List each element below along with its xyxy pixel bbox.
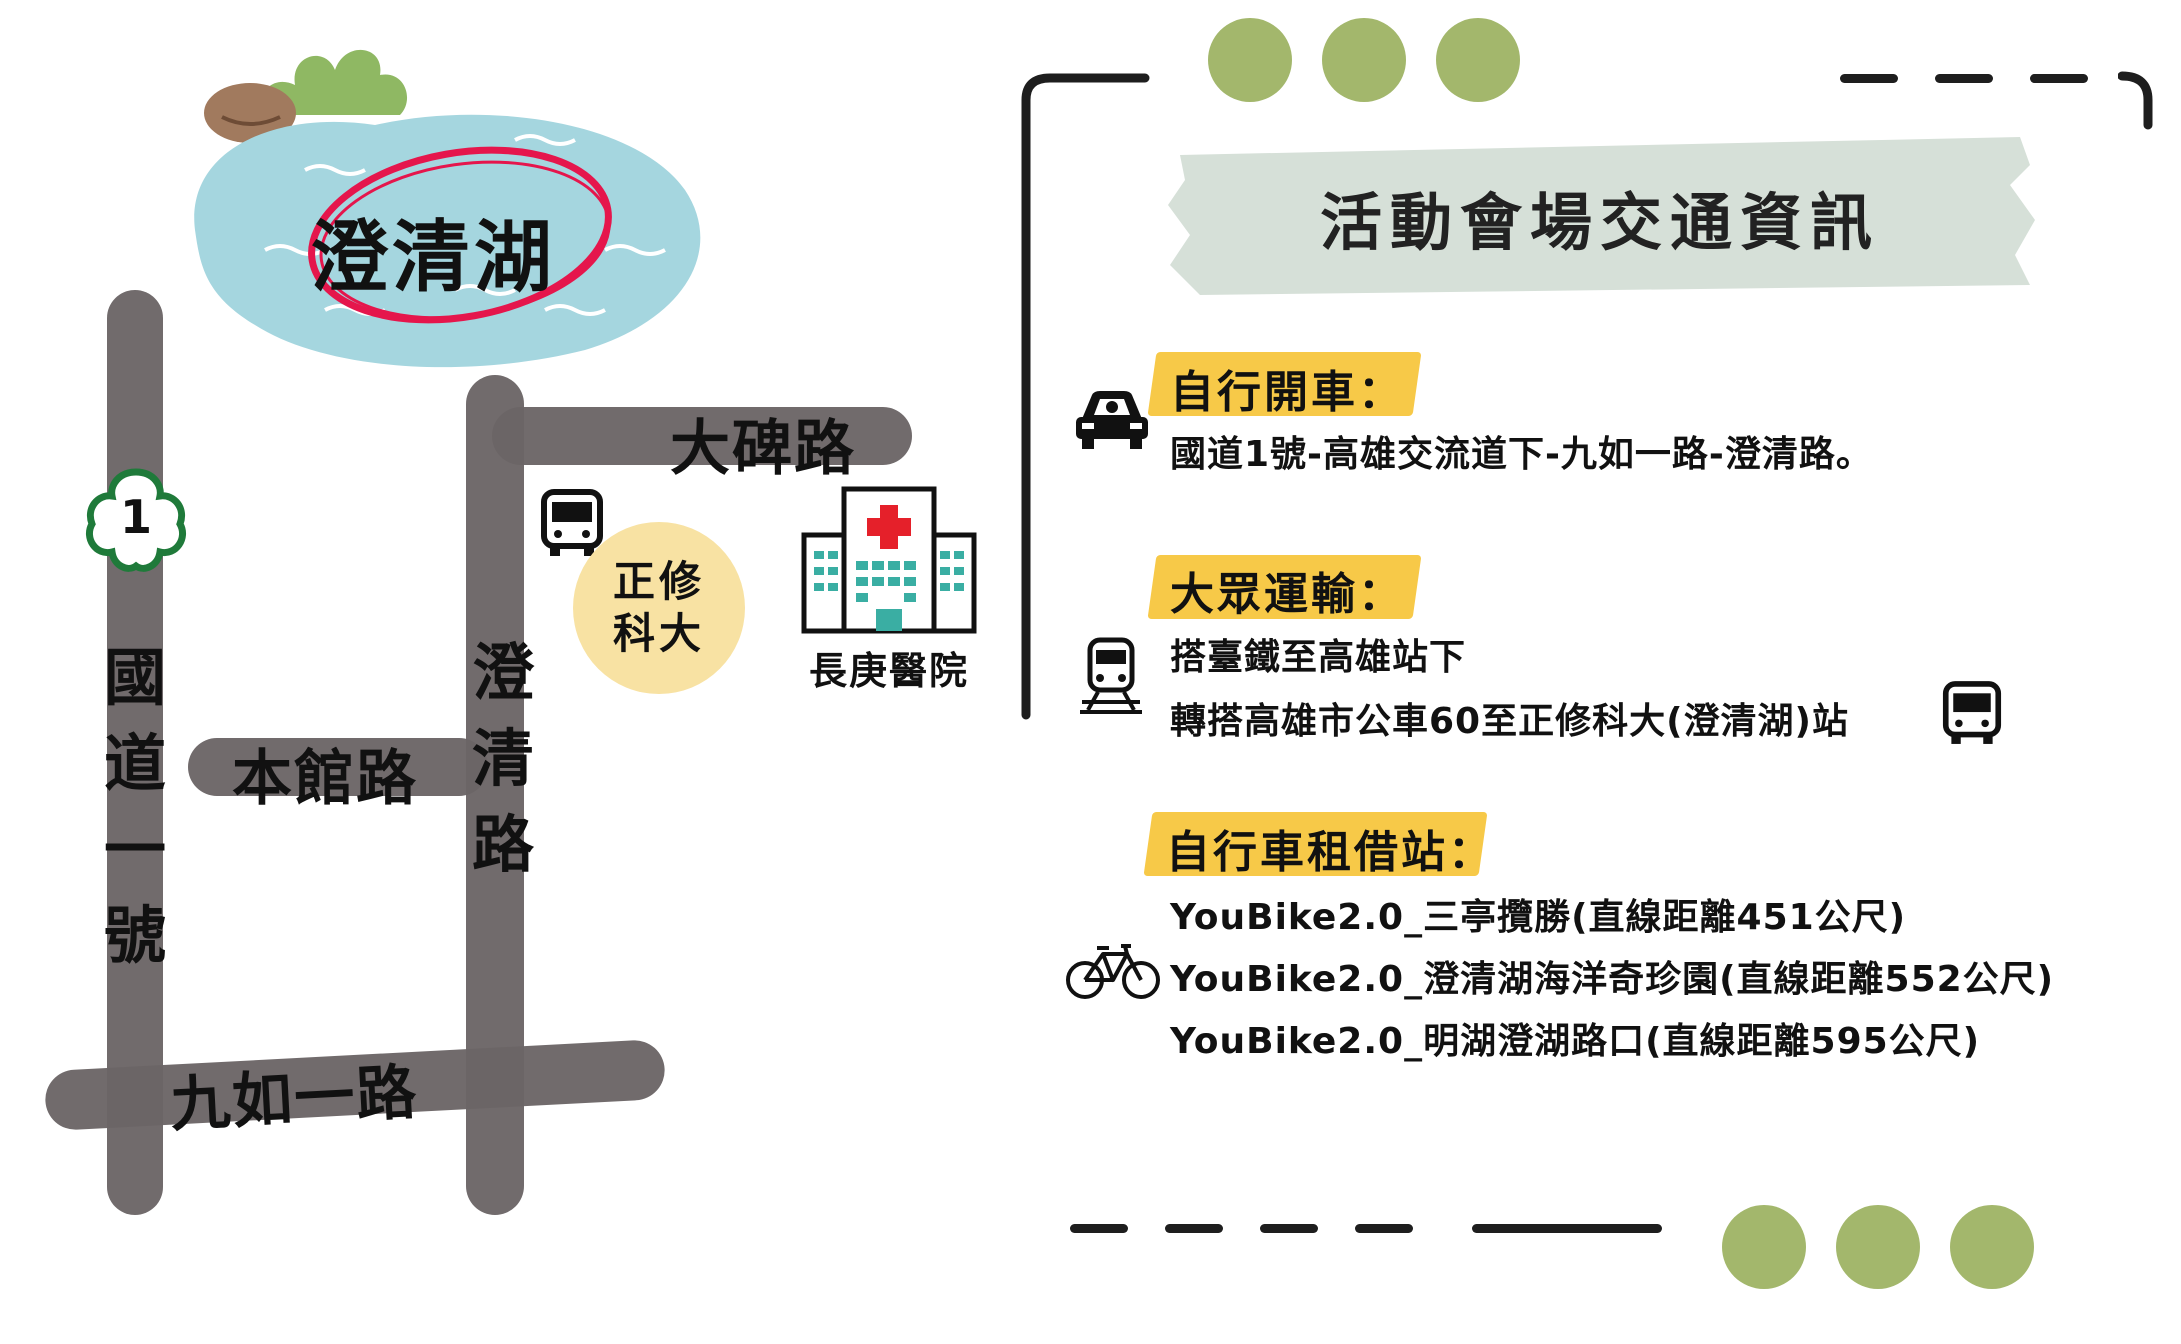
lake-label: 澄清湖 <box>310 213 557 303</box>
frame-dash <box>2030 74 2088 83</box>
road-label-chengqing: 澄清路 <box>471 636 534 881</box>
bicycle-icon <box>1066 944 1160 999</box>
road-label-freeway: 國道一號 <box>103 641 166 972</box>
transit-line2: 轉搭高雄市公車60至正修科大(澄清湖)站 <box>1170 701 1850 742</box>
decor-dot <box>1950 1205 2034 1289</box>
decor-dot <box>1322 18 1406 102</box>
frame-corner <box>1021 73 1150 720</box>
frame-dash <box>1260 1224 1318 1233</box>
driving-heading: 自行開車： <box>1170 367 1405 418</box>
train-icon <box>1080 637 1142 714</box>
decor-dot <box>1722 1205 1806 1289</box>
road-label-dabei: 大碑路 <box>670 414 856 484</box>
title-brush <box>1168 137 2035 295</box>
decor-dot <box>1836 1205 1920 1289</box>
bike-station-2: YouBike2.0_澄清湖海洋奇珍園(直線距離552公尺) <box>1170 959 2055 1000</box>
driving-text: 國道1號-高雄交流道下-九如一路-澄清路。 <box>1170 434 1873 475</box>
frame-corner <box>2118 71 2153 130</box>
road-label-benguan: 本館路 <box>232 744 418 814</box>
transit-line1: 搭臺鐵至高雄站下 <box>1170 637 1467 678</box>
lake <box>194 114 701 368</box>
road-label-jiuru: 九如一路 <box>168 1057 420 1141</box>
hospital-icon <box>801 486 977 634</box>
frame-dash <box>1070 1224 1128 1233</box>
decor-dot <box>1436 18 1520 102</box>
bush-icon <box>262 49 408 115</box>
frame-dash <box>1840 74 1898 83</box>
frame-dash <box>1165 1224 1223 1233</box>
school-circle <box>573 522 745 694</box>
bike-station-1: YouBike2.0_三亭攬勝(直線距離451公尺) <box>1170 897 1907 938</box>
car-icon <box>1076 391 1148 449</box>
bike-station-3: YouBike2.0_明湖澄湖路口(直線距離595公尺) <box>1170 1021 1981 1062</box>
school-label-line1: 正修 <box>612 557 705 606</box>
road-freeway <box>107 290 163 1215</box>
bus-icon <box>541 489 603 556</box>
bus-icon <box>1942 681 2002 744</box>
freeway-shield-number: 1 <box>119 490 152 544</box>
hospital-label: 長庚醫院 <box>808 649 969 693</box>
freeway-shield-icon <box>86 468 186 572</box>
bike-heading: 自行車租借站： <box>1166 827 1495 878</box>
frame-dash <box>1935 74 1993 83</box>
panel-title: 活動會場交通資訊 <box>1319 186 1880 259</box>
frame-dash <box>1472 1224 1662 1233</box>
road-benguan <box>188 738 488 796</box>
decor-dot <box>1208 18 1292 102</box>
transit-heading: 大眾運輸： <box>1170 569 1405 620</box>
rock-icon <box>204 83 296 143</box>
road-dabei <box>492 407 912 465</box>
school-label-line2: 科大 <box>612 609 705 658</box>
frame-dash <box>1355 1224 1413 1233</box>
